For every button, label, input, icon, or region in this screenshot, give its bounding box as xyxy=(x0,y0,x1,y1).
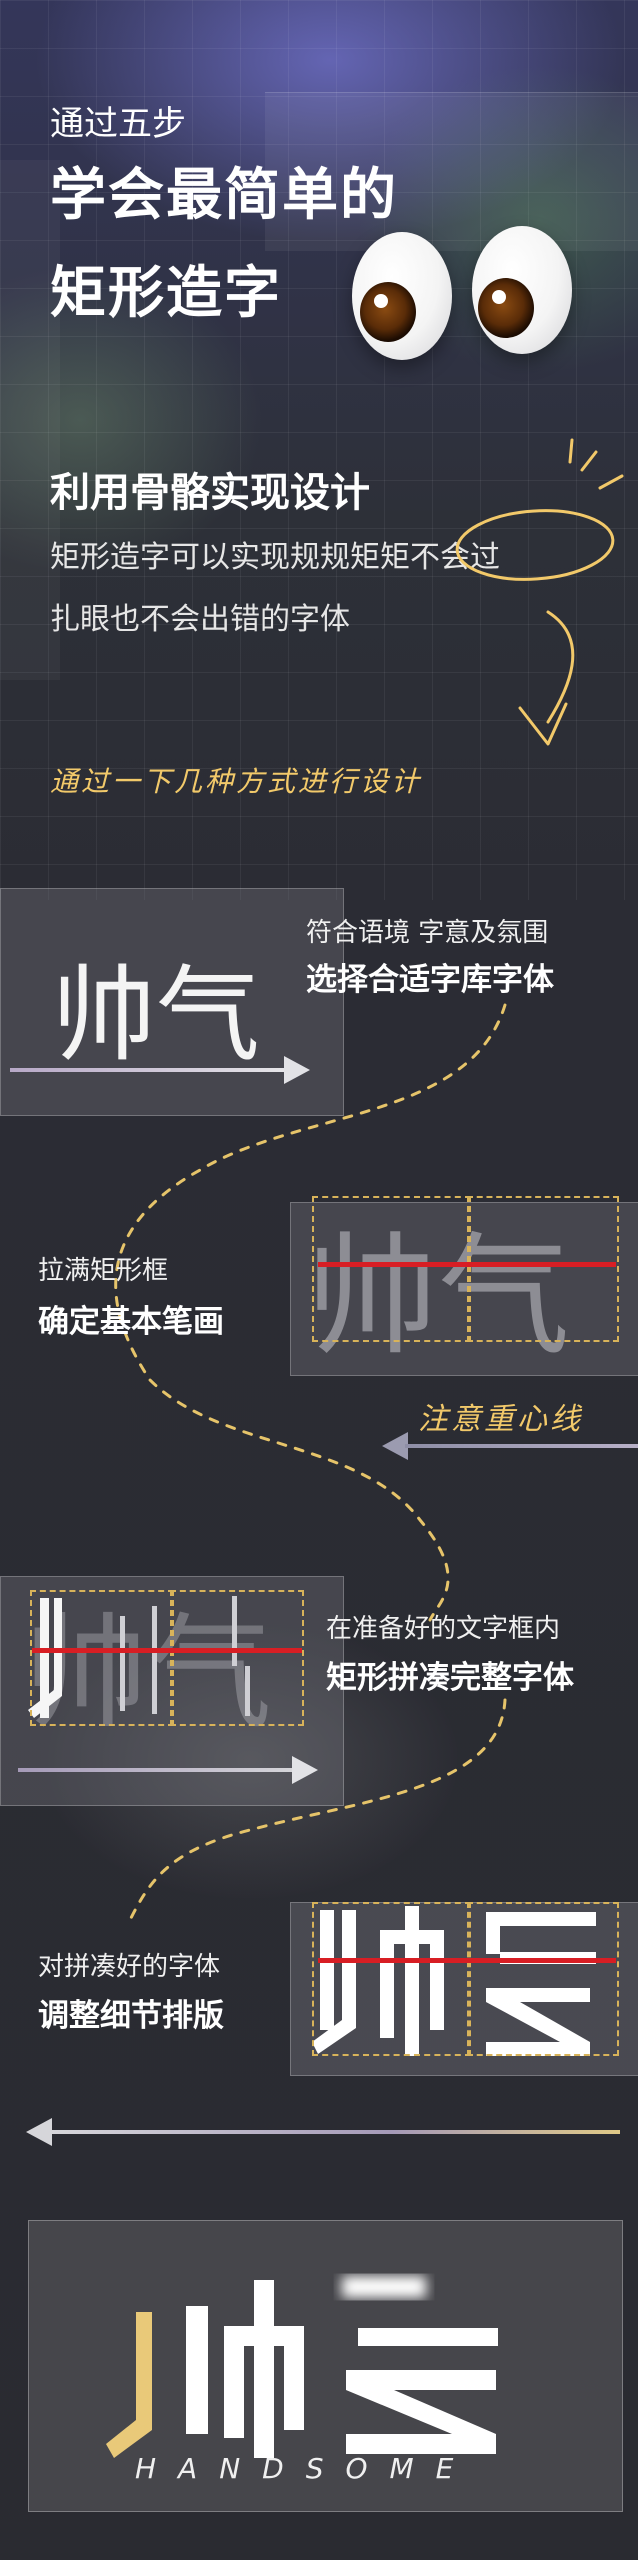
final-caption: HANDSOME xyxy=(135,2452,476,2485)
body-line-2: 扎眼也不会出错的字体 xyxy=(50,602,350,637)
step4-glyph-sketch xyxy=(312,1906,596,2056)
arrow-right-head xyxy=(284,1056,310,1084)
center-line xyxy=(318,1958,616,1963)
step1-title: 选择合适字库字体 xyxy=(306,962,554,998)
step3-glyphs: 帅气 xyxy=(24,1602,273,1746)
step4-label: 对拼凑好的字体 xyxy=(38,1952,221,1982)
squiggle-arrow-icon xyxy=(455,438,624,746)
final-logo-card xyxy=(28,2220,623,2512)
guide-box xyxy=(467,1196,619,1342)
grid-pattern xyxy=(0,0,638,900)
guide-box xyxy=(170,1590,304,1726)
glass-panel xyxy=(265,92,638,251)
subtitle: 利用骨骼实现设计 xyxy=(50,470,370,516)
step2-card xyxy=(290,1202,638,1376)
arrow-left-bar xyxy=(50,2130,620,2134)
arrow-right-icon xyxy=(18,1768,298,1772)
guide-box xyxy=(467,1902,619,2056)
center-line xyxy=(32,1648,302,1653)
glass-panel-left xyxy=(0,160,60,680)
step2-label: 拉满矩形框 xyxy=(38,1256,169,1286)
step3-stroke-sketch xyxy=(28,1596,250,1718)
guide-box xyxy=(312,1196,471,1342)
step1-label: 符合语境 字意及氛围 xyxy=(306,918,549,948)
step4-title: 调整细节排版 xyxy=(38,1998,224,2034)
step3-label: 在准备好的文字框内 xyxy=(326,1614,561,1644)
handwritten-note: 通过一下几种方式进行设计 xyxy=(50,765,423,798)
center-line xyxy=(318,1262,616,1267)
arrow-left-bar xyxy=(405,1444,638,1448)
step2-note: 注意重心线 xyxy=(418,1402,583,1437)
step3-title: 矩形拼凑完整字体 xyxy=(326,1660,574,1696)
step1-glyphs: 帅气 xyxy=(52,954,261,1076)
arrow-left-icon xyxy=(26,2118,52,2146)
kicker-text: 通过五步 xyxy=(50,104,186,144)
step2-title: 确定基本笔画 xyxy=(38,1304,224,1340)
step2-glyphs: 帅气 xyxy=(306,1220,570,1374)
guide-box xyxy=(312,1902,471,2056)
final-logo-mark xyxy=(106,2276,498,2458)
body-line-1: 矩形造字可以实现规规矩矩不会过 xyxy=(50,540,500,575)
title-line-1: 学会最简单的 xyxy=(50,163,398,228)
title-line-2: 矩形造字 xyxy=(50,261,282,326)
guide-box xyxy=(30,1590,174,1726)
arrow-left-icon xyxy=(382,1432,408,1460)
arrow-right-head xyxy=(292,1756,318,1784)
arrow-right-icon xyxy=(10,1068,300,1072)
